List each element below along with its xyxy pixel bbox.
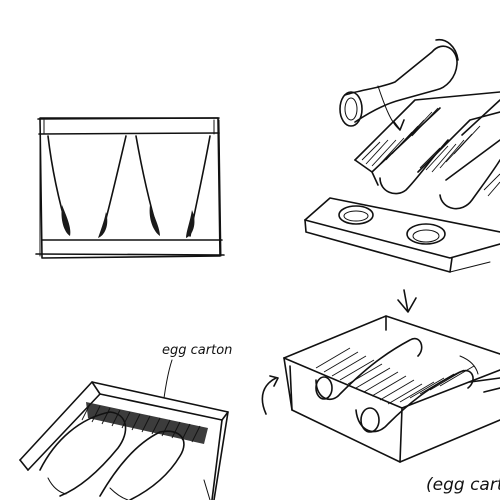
exploded-isometric-sketch (304, 38, 500, 273)
assembled-egg-carton-box-sketch: (egg carton (261, 289, 500, 495)
egg-carton-label-2: (egg carton (426, 475, 500, 495)
cradle-hatching (361, 107, 500, 197)
egg-carton-tray-sketch: egg carton (19, 343, 232, 500)
carton-hatching (81, 403, 201, 443)
front-view-sketch (35, 117, 225, 259)
egg-carton-label: egg carton (162, 343, 232, 358)
